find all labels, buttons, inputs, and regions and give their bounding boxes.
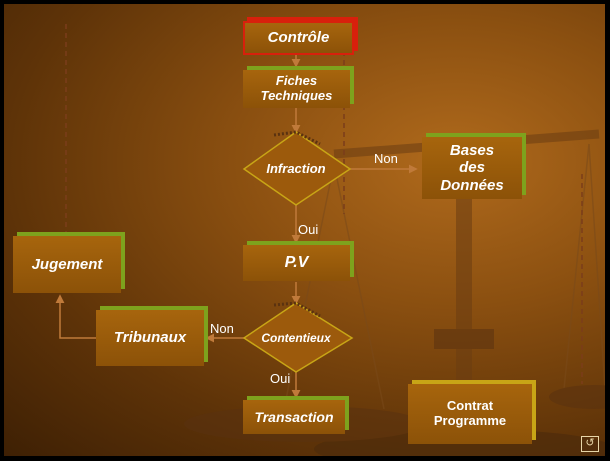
oui-edge-label-2: Oui xyxy=(270,371,291,386)
fiches-techniques-label: Fiches Techniques xyxy=(260,73,333,103)
controle-label: Contrôle xyxy=(267,29,330,47)
contrat-programme-box: Contrat Programme xyxy=(408,384,532,444)
bases-donnees-box: Bases des Données xyxy=(422,137,522,199)
fiches-techniques-box: Fiches Techniques xyxy=(243,70,350,108)
tribunaux-box: Tribunaux xyxy=(96,310,204,366)
infraction-label-wrap: Infraction xyxy=(256,161,336,176)
oui-edge-label-1: Oui xyxy=(298,222,319,237)
controle-box: Contrôle xyxy=(243,21,354,55)
jugement-label: Jugement xyxy=(31,255,103,273)
transaction-box: Transaction xyxy=(243,400,345,434)
contentieux-label-wrap: Contentieux xyxy=(250,331,342,345)
non-edge-label-1: Non xyxy=(374,151,398,166)
pv-box: P.V xyxy=(243,245,350,281)
transaction-label: Transaction xyxy=(254,408,334,425)
return-icon[interactable]: ↺ xyxy=(581,436,599,452)
contentieux-label: Contentieux xyxy=(261,331,331,345)
return-icon-glyph: ↺ xyxy=(585,437,595,449)
jugement-box: Jugement xyxy=(13,236,121,293)
slide: Contrôle Fiches Techniques Infraction No… xyxy=(4,4,605,456)
contentieux-decision-shape xyxy=(242,302,354,373)
non-edge-label-2: Non xyxy=(210,321,234,336)
bases-donnees-label: Bases des Données xyxy=(440,142,504,194)
contrat-programme-label: Contrat Programme xyxy=(433,398,507,428)
infraction-label: Infraction xyxy=(266,161,326,176)
infraction-decision-shape xyxy=(242,131,352,206)
tribunaux-label: Tribunaux xyxy=(113,329,187,347)
pv-label: P.V xyxy=(284,253,309,271)
